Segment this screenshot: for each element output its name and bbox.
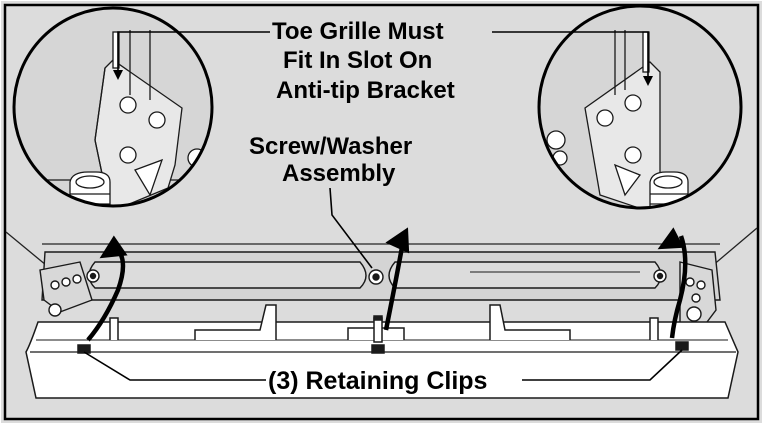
right-bracket (653, 261, 717, 335)
diagram-frame (3, 3, 760, 421)
toe-grille-label: Fit In Slot On (283, 47, 433, 74)
toe-grille-label: Toe Grille Must (272, 18, 444, 45)
retaining-clips-label: (3) Retaining Clips (268, 367, 488, 395)
right-detail-view (537, 4, 743, 210)
toe-grille-label: Anti-tip Bracket (276, 77, 455, 104)
toe-grille (25, 304, 739, 399)
screw-washer-label: Screw/Washer (249, 133, 413, 160)
screw-washer-assembly (368, 269, 384, 285)
leader-lines (83, 31, 683, 381)
screw-washer-label: Assembly (282, 160, 396, 187)
left-bracket (39, 261, 100, 317)
arrowheads (99, 227, 684, 259)
leader-arrowheads (113, 70, 653, 86)
